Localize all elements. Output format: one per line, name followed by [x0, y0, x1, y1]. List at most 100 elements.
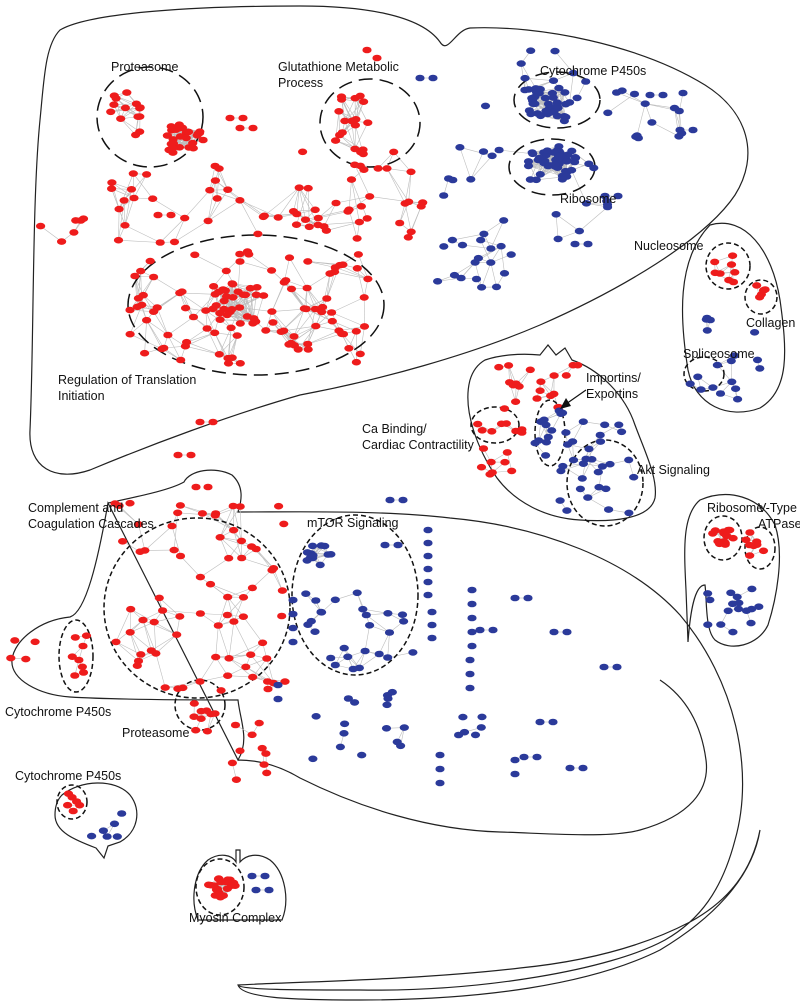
network-node	[350, 699, 360, 706]
network-node	[486, 245, 496, 252]
network-node	[541, 107, 551, 115]
network-node	[195, 573, 205, 581]
network-edge	[322, 273, 331, 308]
nucleosome-circle	[705, 242, 751, 290]
network-node	[228, 280, 238, 288]
network-node	[548, 94, 558, 101]
network-node	[476, 463, 487, 471]
network-node	[339, 644, 349, 652]
network-node	[215, 316, 225, 324]
network-node	[387, 688, 397, 696]
network-node	[362, 215, 372, 222]
network-node	[359, 323, 370, 330]
vtype-circle	[744, 526, 776, 570]
network-node	[433, 278, 443, 285]
network-node	[177, 288, 187, 296]
network-edge	[186, 332, 215, 343]
network-node	[223, 876, 233, 883]
network-edge	[138, 524, 146, 551]
label-proteasome-rat: Proteasome	[122, 726, 189, 740]
network-node	[120, 222, 130, 229]
network-node	[132, 662, 142, 669]
network-node	[479, 230, 489, 238]
network-edge	[306, 287, 323, 308]
akt-circle	[566, 439, 644, 527]
network-node	[703, 621, 713, 628]
network-edge	[481, 262, 492, 288]
network-node	[218, 286, 228, 293]
label-vtype-line2: ATPase	[758, 517, 800, 531]
network-node	[520, 74, 530, 82]
network-node	[102, 833, 112, 840]
network-node	[541, 452, 551, 459]
network-node	[523, 594, 533, 602]
network-node	[69, 229, 79, 236]
network-node	[604, 506, 614, 513]
network-node	[733, 395, 743, 403]
network-node	[705, 316, 715, 324]
network-node	[308, 755, 318, 763]
network-node	[476, 236, 486, 244]
network-node	[427, 634, 437, 642]
network-node	[284, 254, 295, 261]
network-edge	[210, 583, 244, 598]
network-node	[457, 241, 468, 249]
kidney-right-outline	[681, 222, 786, 413]
network-node	[191, 483, 201, 491]
network-node	[553, 152, 564, 160]
network-edge	[153, 622, 157, 654]
network-node	[583, 494, 593, 501]
network-node	[153, 211, 163, 219]
network-node	[224, 655, 234, 662]
label-myosin: Myosin Complex	[189, 911, 282, 925]
network-node	[197, 510, 207, 517]
network-node	[276, 328, 286, 336]
label-mtor: mTOR Signaling	[307, 516, 399, 530]
network-edge	[214, 313, 221, 333]
network-node	[191, 726, 201, 734]
network-node	[506, 251, 516, 258]
network-node	[354, 664, 364, 672]
network-node	[567, 147, 577, 155]
network-node	[470, 731, 481, 739]
network-edge	[252, 658, 268, 678]
network-node	[510, 398, 521, 406]
network-node	[120, 104, 130, 112]
network-node	[595, 438, 606, 445]
network-node	[351, 328, 361, 335]
network-edge	[386, 168, 406, 204]
network-edge	[232, 505, 242, 541]
network-node	[238, 594, 249, 601]
network-node	[581, 455, 591, 463]
network-edge	[216, 168, 220, 199]
network-edge	[155, 634, 177, 654]
network-node	[528, 150, 538, 158]
network-node	[362, 46, 372, 54]
kidney-small-outline	[684, 494, 780, 647]
network-edge	[554, 50, 574, 74]
network-node	[395, 219, 405, 227]
network-node	[180, 214, 190, 222]
network-node	[565, 99, 575, 106]
network-edge	[200, 576, 228, 598]
network-node	[624, 456, 634, 464]
network-edge	[181, 291, 194, 318]
translation-circle	[127, 234, 385, 376]
label-ca-binding-line2: Cardiac Contractility	[362, 438, 475, 452]
network-edge	[154, 621, 177, 635]
network-edge	[470, 151, 484, 180]
network-edge	[227, 596, 244, 617]
collagen-circle	[744, 279, 778, 315]
network-node	[458, 713, 468, 721]
network-node	[570, 154, 580, 161]
network-edge	[115, 98, 121, 119]
network-node	[467, 628, 477, 636]
network-node	[724, 276, 734, 284]
network-edge	[393, 151, 412, 172]
network-edge	[359, 653, 380, 669]
network-node	[728, 628, 738, 636]
network-node	[486, 259, 496, 266]
network-node	[159, 344, 169, 352]
network-node	[113, 236, 124, 244]
network-node	[710, 269, 720, 277]
